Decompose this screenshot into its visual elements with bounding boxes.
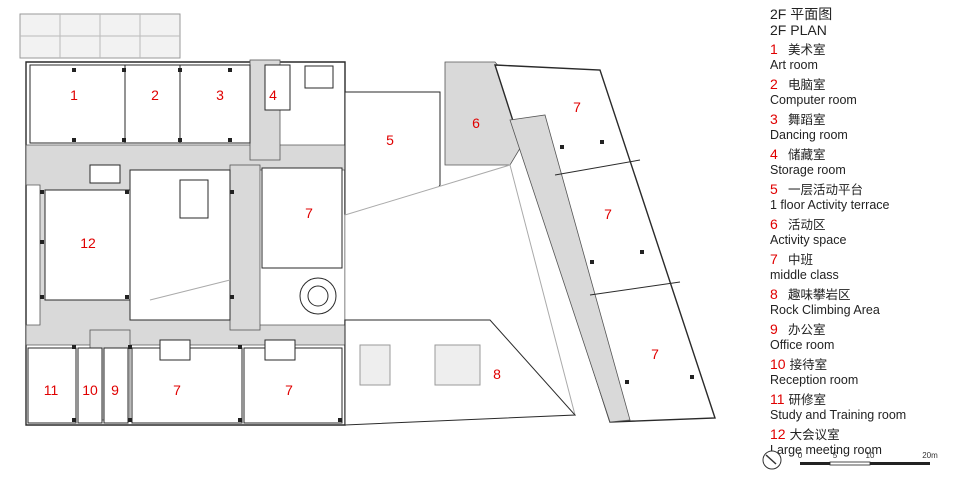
legend-label-en: Reception room [770, 373, 859, 387]
scale-tick-20: 20m [922, 451, 938, 460]
legend-label-cn: 舞蹈室 [788, 113, 826, 127]
legend-label-cn: 一层活动平台 [788, 183, 864, 197]
room-label-11: 11 [44, 382, 59, 398]
legend-label-en: Activity space [770, 233, 847, 247]
room-label-7f: 7 [285, 382, 293, 398]
legend-label-en: middle class [770, 268, 839, 282]
room-label-5: 5 [386, 132, 394, 148]
legend-label-en: Storage room [770, 163, 846, 177]
legend-label-cn: 储藏室 [788, 148, 826, 162]
room-label-2: 2 [151, 87, 159, 103]
legend-number: 6 [770, 216, 778, 232]
legend-number: 9 [770, 321, 778, 337]
legend-label-en: Rock Climbing Area [770, 303, 880, 317]
legend-label-en: Dancing room [770, 128, 848, 142]
scale-tick-0: 0 [798, 451, 803, 460]
legend-label-cn: 大会议室 [789, 428, 840, 442]
room-label-7b: 7 [604, 206, 612, 222]
legend-number: 1 [770, 41, 778, 57]
legend-label-en: Computer room [770, 93, 857, 107]
legend-label-cn: 办公室 [788, 323, 826, 337]
legend-label-cn: 中班 [788, 253, 814, 267]
legend-number: 5 [770, 181, 778, 197]
title-cn: 2F 平面图 [770, 6, 833, 22]
room-label-7c: 7 [651, 346, 659, 362]
scale-tick-5: 5 [833, 451, 838, 460]
legend-label-en: Large meeting room [770, 443, 882, 457]
scale-bar: 0 5 10 20m [762, 450, 938, 470]
legend-label-cn: 电脑室 [788, 78, 826, 92]
legend-number: 11 [770, 391, 785, 407]
legend-label-cn: 活动区 [788, 218, 826, 232]
floor-plan: 1 2 3 4 5 6 7 7 7 7 7 7 8 9 10 11 12 [19, 13, 716, 426]
room-label-7a: 7 [573, 99, 581, 115]
legend-number: 4 [770, 146, 778, 162]
legend-number: 12 [770, 426, 786, 442]
room-label-7d: 7 [305, 205, 313, 221]
legend-label-en: Art room [770, 58, 818, 72]
room-label-8: 8 [493, 366, 501, 382]
legend-number: 8 [770, 286, 778, 302]
room-label-10: 10 [82, 382, 98, 398]
room-label-7e: 7 [173, 382, 181, 398]
title-en: 2F PLAN [770, 22, 827, 38]
legend-label-cn: 研修室 [788, 393, 827, 407]
scale-tick-10: 10 [866, 451, 875, 460]
room-label-12: 12 [80, 235, 96, 251]
legend-number: 10 [770, 356, 786, 372]
legend-label-cn: 趣味攀岩区 [788, 288, 851, 302]
legend-label-cn: 接待室 [789, 358, 828, 372]
legend-number: 2 [770, 76, 778, 92]
legend-number: 7 [770, 251, 778, 267]
legend-number: 3 [770, 111, 778, 127]
legend-label-en: 1 floor Activity terrace [770, 198, 890, 212]
room-label-6: 6 [472, 115, 480, 131]
legend-label-cn: 美术室 [788, 43, 826, 57]
room-label-3: 3 [216, 87, 224, 103]
room-label-1: 1 [70, 87, 78, 103]
legend-label-en: Study and Training room [770, 408, 907, 422]
room-label-9: 9 [111, 382, 119, 398]
room-label-4: 4 [269, 87, 277, 103]
legend-label-en: Office room [770, 338, 835, 352]
